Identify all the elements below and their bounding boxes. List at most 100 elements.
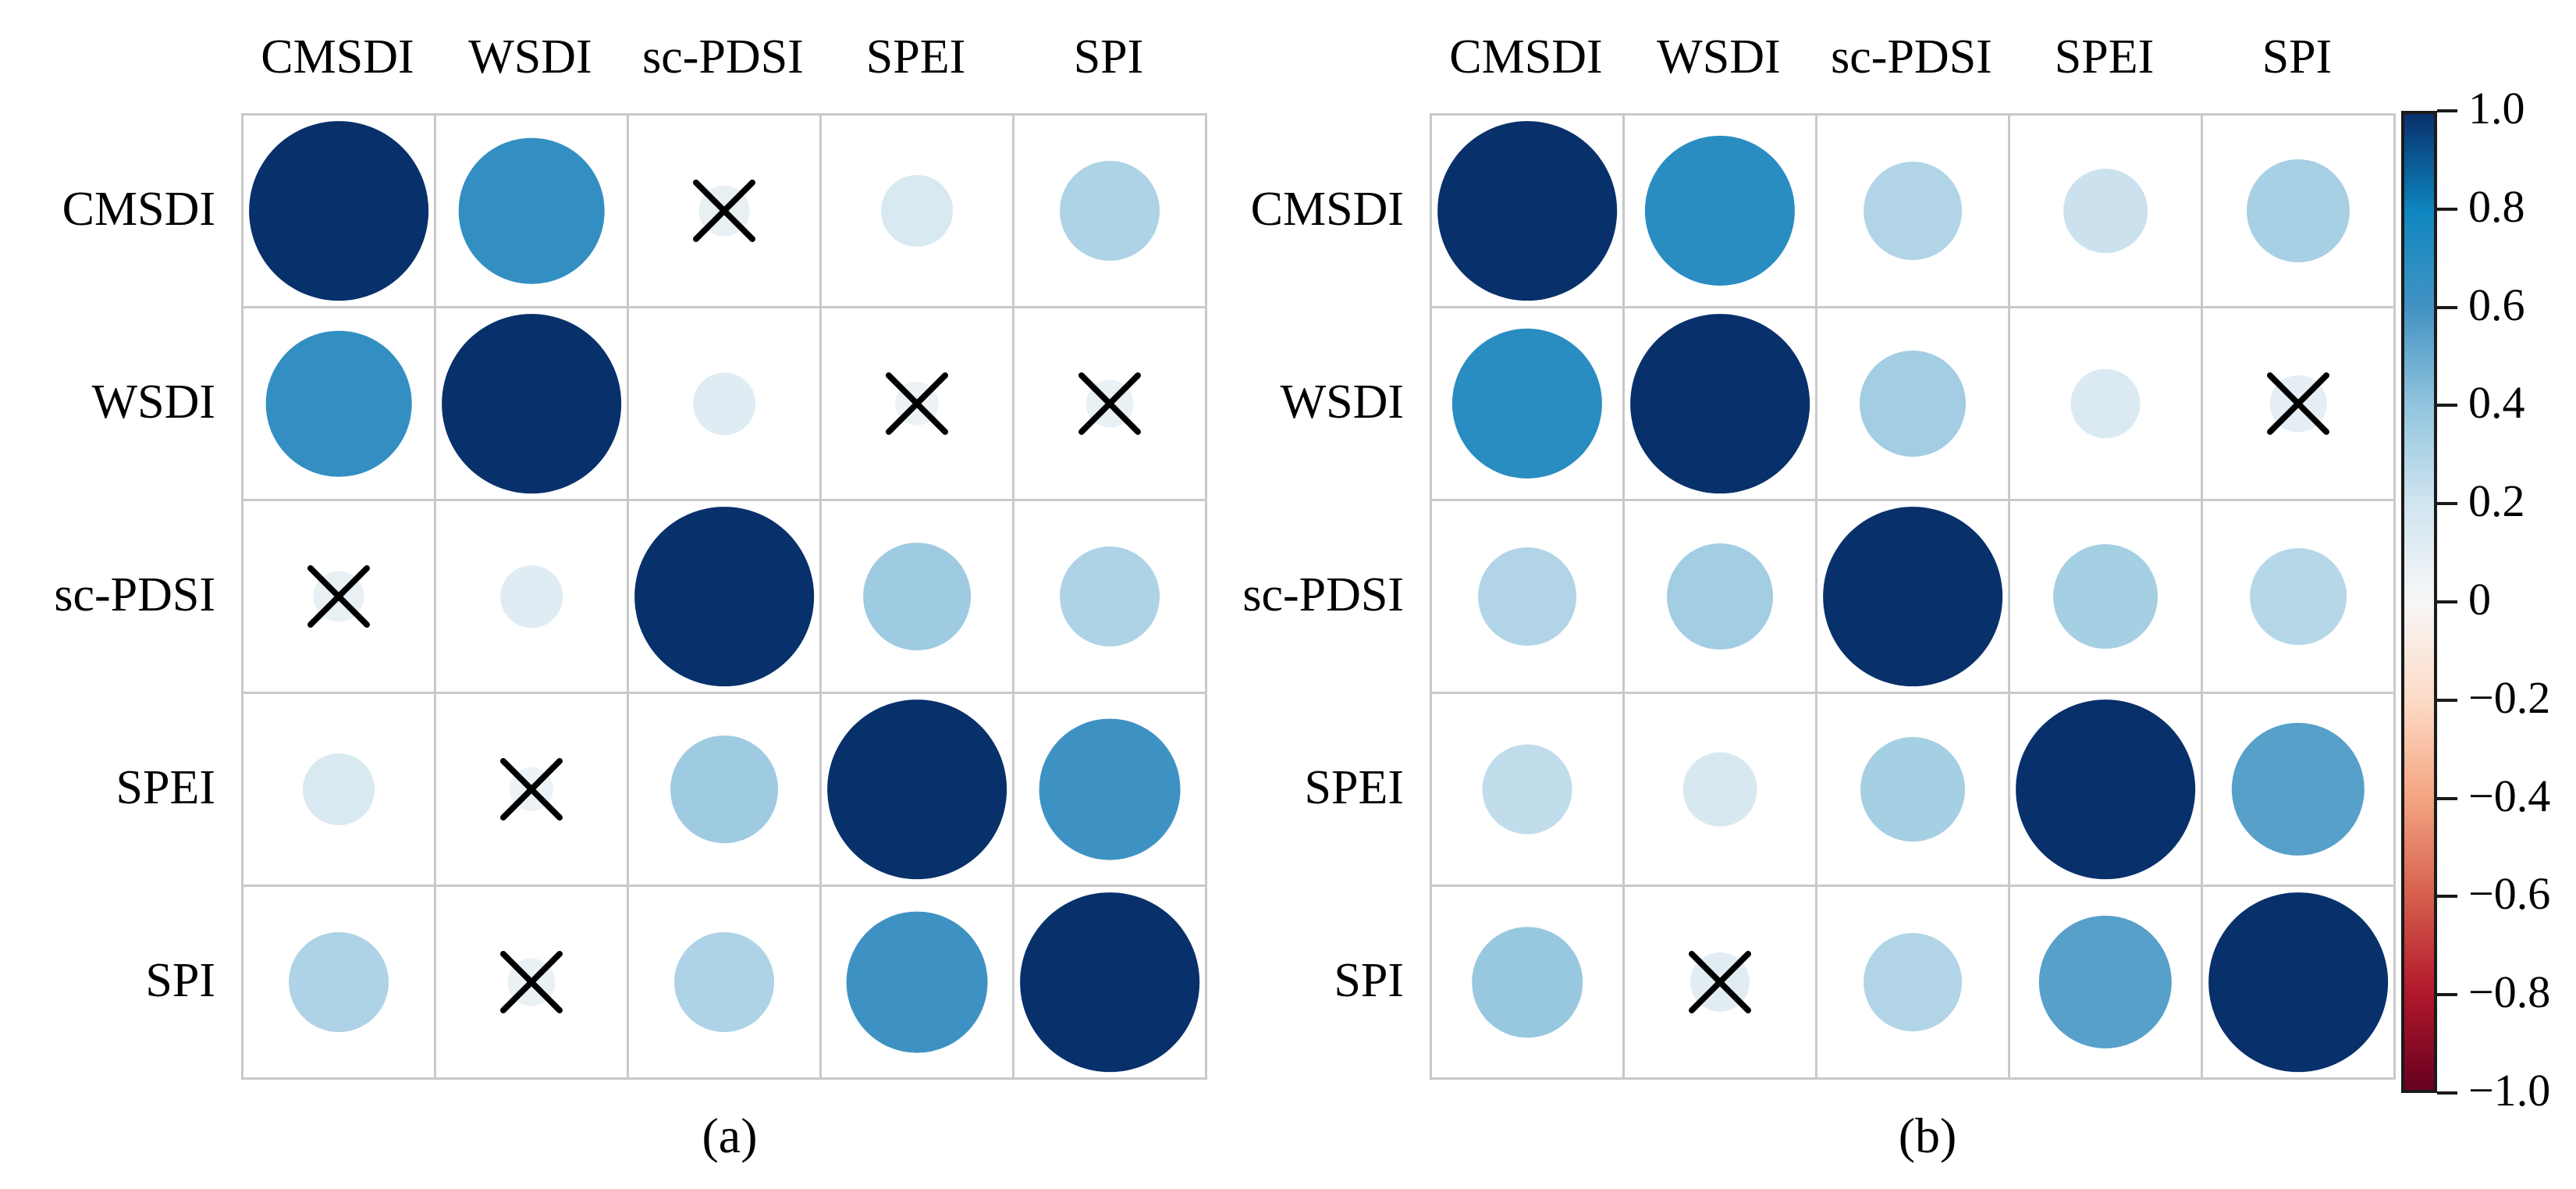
matrix-cell-sc-pdsi-spi[interactable]	[2203, 501, 2396, 694]
matrix-cell-spi-cmsdi[interactable]	[243, 887, 436, 1080]
correlation-bubble	[1682, 752, 1757, 827]
matrix-cell-cmsdi-wsdi[interactable]	[436, 116, 629, 308]
matrix-cell-wsdi-spi[interactable]	[1014, 308, 1207, 501]
matrix-cell-cmsdi-sc-pdsi[interactable]	[629, 116, 822, 308]
correlation-bubble	[1060, 546, 1160, 646]
row-label-spei: SPEI	[115, 761, 215, 814]
matrix-cell-spi-sc-pdsi[interactable]	[629, 887, 822, 1080]
colorbar-tick-label: −1.0	[2468, 1065, 2551, 1116]
matrix-cell-spei-cmsdi[interactable]	[243, 694, 436, 887]
not-significant-x-icon	[498, 949, 565, 1016]
correlation-bubble	[846, 911, 988, 1053]
correlation-bubble	[674, 932, 774, 1032]
matrix-cell-spi-spei[interactable]	[822, 887, 1014, 1080]
matrix-cell-sc-pdsi-spei[interactable]	[822, 501, 1014, 694]
colorbar-gradient	[2401, 111, 2437, 1093]
correlation-bubble	[1482, 744, 1572, 835]
correlation-bubble	[1860, 351, 1966, 457]
panel-caption-b: (b)	[1898, 1108, 1957, 1163]
matrix-cell-cmsdi-sc-pdsi[interactable]	[1817, 116, 2010, 308]
correlation-bubble	[1478, 547, 1576, 646]
matrix-cell-spei-spi[interactable]	[2203, 694, 2396, 887]
correlation-bubble	[2250, 548, 2347, 645]
matrix-cell-cmsdi-spei[interactable]	[2010, 116, 2203, 308]
matrix-cell-cmsdi-cmsdi[interactable]	[243, 116, 436, 308]
column-header-cmsdi: CMSDI	[261, 30, 414, 84]
matrix-cell-sc-pdsi-wsdi[interactable]	[436, 501, 629, 694]
matrix-cell-cmsdi-spi[interactable]	[1014, 116, 1207, 308]
matrix-cell-wsdi-cmsdi[interactable]	[243, 308, 436, 501]
matrix-cell-spei-sc-pdsi[interactable]	[629, 694, 822, 887]
column-header-spei: SPEI	[2054, 30, 2155, 84]
matrix-cell-cmsdi-cmsdi[interactable]	[1432, 116, 1625, 308]
correlation-bubble	[2231, 722, 2365, 856]
matrix-cell-spi-sc-pdsi[interactable]	[1817, 887, 2010, 1080]
matrix-cell-spi-wsdi[interactable]	[1625, 887, 1817, 1080]
row-label-cmsdi: CMSDI	[62, 183, 215, 236]
matrix-cell-spi-spei[interactable]	[2010, 887, 2203, 1080]
matrix-row	[1432, 308, 2396, 501]
colorbar-tick-mark	[2437, 305, 2457, 309]
matrix-cell-spi-wsdi[interactable]	[436, 887, 629, 1080]
matrix-cell-spi-cmsdi[interactable]	[1432, 887, 1625, 1080]
not-significant-x-icon	[1686, 949, 1753, 1016]
correlation-bubble	[1644, 135, 1796, 287]
matrix-cell-spi-spi[interactable]	[1014, 887, 1207, 1080]
matrix-cell-spei-wsdi[interactable]	[1625, 694, 1817, 887]
matrix-cell-wsdi-spei[interactable]	[2010, 308, 2203, 501]
column-header-spi: SPI	[2262, 30, 2333, 84]
correlation-bubble	[881, 175, 953, 247]
matrix-cell-sc-pdsi-sc-pdsi[interactable]	[1817, 501, 2010, 694]
column-header-wsdi: WSDI	[468, 30, 592, 84]
matrix-cell-wsdi-spei[interactable]	[822, 308, 1014, 501]
matrix-row	[1432, 887, 2396, 1080]
column-header-sc-pdsi: sc-PDSI	[642, 30, 804, 84]
matrix-cell-cmsdi-spei[interactable]	[822, 116, 1014, 308]
colorbar-tick-label: 0	[2468, 574, 2491, 625]
correlation-bubble	[2070, 368, 2141, 439]
matrix-cell-cmsdi-spi[interactable]	[2203, 116, 2396, 308]
correlation-bubble	[827, 700, 1007, 879]
colorbar-tick-label: 1.0	[2468, 83, 2525, 133]
matrix-cell-sc-pdsi-sc-pdsi[interactable]	[629, 501, 822, 694]
matrix-cell-spei-cmsdi[interactable]	[1432, 694, 1625, 887]
matrix-cell-spei-spei[interactable]	[2010, 694, 2203, 887]
matrix-cell-sc-pdsi-spi[interactable]	[1014, 501, 1207, 694]
correlation-bubble	[303, 753, 375, 825]
matrix-cell-wsdi-cmsdi[interactable]	[1432, 308, 1625, 501]
not-significant-x-icon	[2265, 370, 2332, 437]
correlation-bubble	[863, 543, 971, 650]
matrix-cell-cmsdi-wsdi[interactable]	[1625, 116, 1817, 308]
colorbar-tick-mark	[2437, 895, 2457, 899]
matrix-cell-spi-spi[interactable]	[2203, 887, 2396, 1080]
matrix-cell-spei-wsdi[interactable]	[436, 694, 629, 887]
correlation-bubble	[693, 372, 755, 435]
matrix-row	[243, 887, 1207, 1080]
matrix-cell-sc-pdsi-wsdi[interactable]	[1625, 501, 1817, 694]
colorbar-tick-label: 0.8	[2468, 180, 2525, 232]
matrix-row	[243, 694, 1207, 887]
matrix-cell-spei-spei[interactable]	[822, 694, 1014, 887]
correlation-bubble	[1630, 314, 1810, 493]
matrix-cell-sc-pdsi-cmsdi[interactable]	[1432, 501, 1625, 694]
matrix-cell-wsdi-wsdi[interactable]	[1625, 308, 1817, 501]
matrix-cell-wsdi-spi[interactable]	[2203, 308, 2396, 501]
matrix-cell-wsdi-sc-pdsi[interactable]	[1817, 308, 2010, 501]
matrix-row	[1432, 694, 2396, 887]
matrix-cell-sc-pdsi-spei[interactable]	[2010, 501, 2203, 694]
correlation-bubble	[1860, 737, 1965, 842]
matrix-cell-spei-sc-pdsi[interactable]	[1817, 694, 2010, 887]
row-label-spi: SPI	[145, 954, 215, 1007]
row-label-wsdi: WSDI	[91, 376, 215, 429]
matrix-cell-wsdi-sc-pdsi[interactable]	[629, 308, 822, 501]
colorbar-tick-mark	[2437, 502, 2457, 506]
colorbar-tick-label: −0.8	[2468, 967, 2551, 1018]
matrix-cell-wsdi-wsdi[interactable]	[436, 308, 629, 501]
matrix-cell-sc-pdsi-cmsdi[interactable]	[243, 501, 436, 694]
matrix-cell-spei-spi[interactable]	[1014, 694, 1207, 887]
correlation-bubble	[249, 121, 428, 301]
